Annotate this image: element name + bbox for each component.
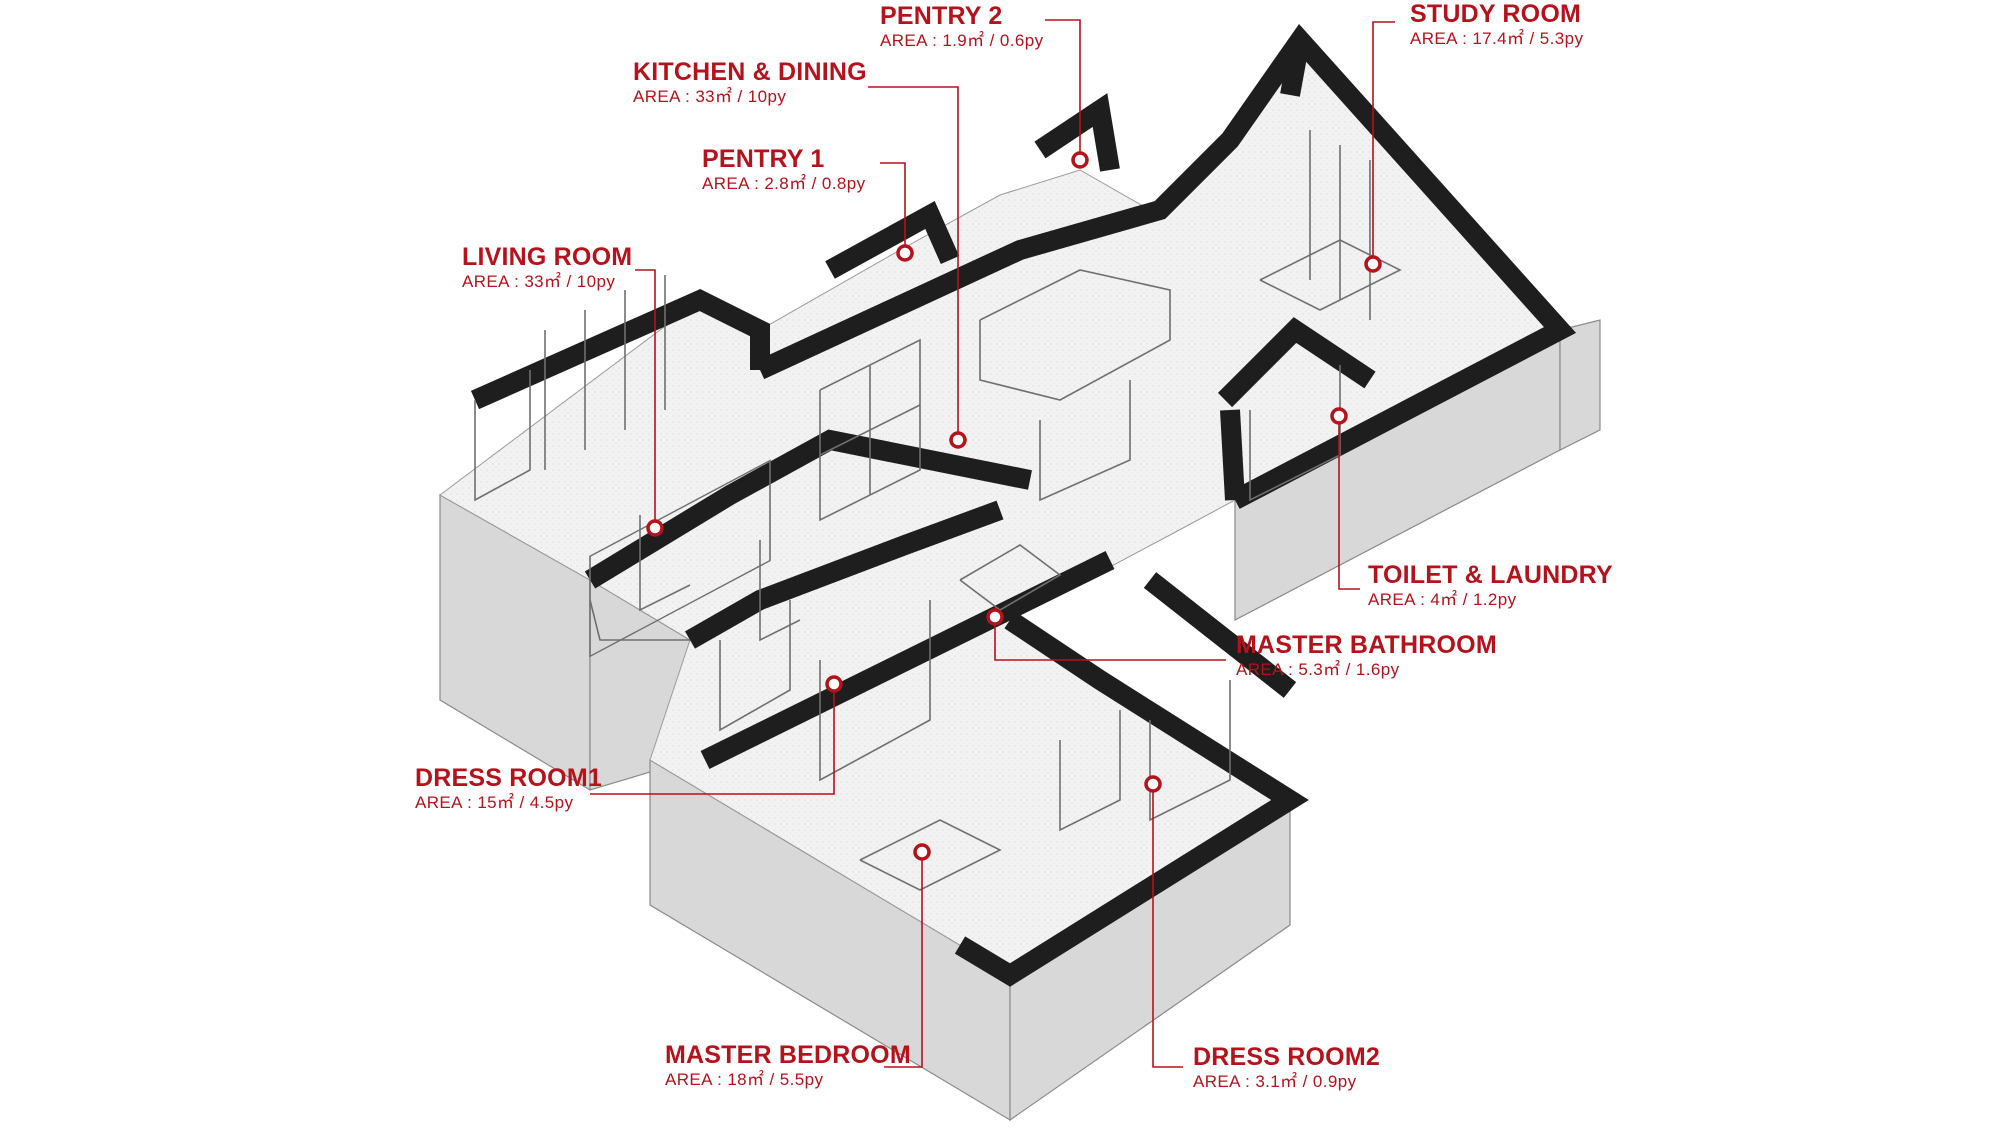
leader-line-dress-room-2 bbox=[1152, 784, 1183, 1068]
room-label-living-room: LIVING ROOM AREA : 33㎡ / 10py bbox=[462, 243, 632, 293]
leader-lines bbox=[590, 19, 1395, 1068]
room-marker-living-room bbox=[646, 519, 664, 537]
room-name: DRESS ROOM2 bbox=[1193, 1043, 1380, 1071]
exterior-wall-faces bbox=[439, 319, 1601, 1122]
room-label-dress-room-2: DRESS ROOM2 AREA : 3.1㎡ / 0.9py bbox=[1193, 1043, 1380, 1093]
room-name: STUDY ROOM bbox=[1410, 0, 1581, 28]
room-marker-toilet-laundry bbox=[1330, 407, 1348, 425]
room-name: TOILET & LAUNDRY bbox=[1368, 561, 1613, 589]
leader-line-master-bathroom bbox=[994, 617, 1226, 661]
room-name: PENTRY 2 bbox=[880, 2, 1003, 30]
leader-line-kitchen-dining bbox=[868, 86, 959, 440]
leader-line-pentry-2 bbox=[1045, 19, 1081, 160]
walls bbox=[470, 23, 1577, 987]
room-label-study-room: STUDY ROOM AREA : 17.4㎡ / 5.3py bbox=[1410, 0, 1583, 50]
room-area: AREA : 15㎡ / 4.5py bbox=[415, 793, 574, 812]
room-marker-study-room bbox=[1364, 255, 1382, 273]
room-name: MASTER BATHROOM bbox=[1236, 631, 1497, 659]
room-area: AREA : 4㎡ / 1.2py bbox=[1368, 590, 1517, 609]
leader-line-dress-room-1 bbox=[590, 684, 835, 795]
room-name: PENTRY 1 bbox=[702, 145, 825, 173]
room-marker-master-bedroom bbox=[913, 843, 931, 861]
room-area: AREA : 2.8㎡ / 0.8py bbox=[702, 174, 866, 193]
room-label-kitchen-dining: KITCHEN & DINING AREA : 33㎡ / 10py bbox=[633, 58, 867, 108]
room-name: KITCHEN & DINING bbox=[633, 58, 867, 86]
room-marker-dress-room-2 bbox=[1144, 775, 1162, 793]
leader-line-toilet-laundry bbox=[1338, 416, 1360, 590]
leader-line-pentry-1 bbox=[880, 162, 906, 253]
room-area: AREA : 18㎡ / 5.5py bbox=[665, 1070, 824, 1089]
room-area: AREA : 5.3㎡ / 1.6py bbox=[1236, 660, 1400, 679]
room-marker-master-bathroom bbox=[986, 608, 1004, 626]
room-area: AREA : 1.9㎡ / 0.6py bbox=[880, 31, 1044, 50]
room-marker-dress-room-1 bbox=[825, 675, 843, 693]
leader-line-living-room bbox=[635, 269, 656, 528]
interior-details bbox=[474, 130, 1402, 891]
room-name: MASTER BEDROOM bbox=[665, 1041, 911, 1069]
room-name: LIVING ROOM bbox=[462, 243, 633, 271]
room-area: AREA : 3.1㎡ / 0.9py bbox=[1193, 1072, 1357, 1091]
leader-line-master-bedroom bbox=[884, 852, 923, 1068]
room-marker-kitchen-dining bbox=[949, 431, 967, 449]
room-label-toilet-laundry: TOILET & LAUNDRY AREA : 4㎡ / 1.2py bbox=[1368, 561, 1613, 611]
room-label-master-bedroom: MASTER BEDROOM AREA : 18㎡ / 5.5py bbox=[665, 1041, 911, 1091]
room-label-pentry-2: PENTRY 2 AREA : 1.9㎡ / 0.6py bbox=[880, 2, 1044, 52]
room-area: AREA : 33㎡ / 10py bbox=[462, 272, 616, 291]
room-label-dress-room-1: DRESS ROOM1 AREA : 15㎡ / 4.5py bbox=[415, 764, 602, 814]
room-area: AREA : 17.4㎡ / 5.3py bbox=[1410, 29, 1584, 48]
leader-line-study-room bbox=[1372, 21, 1395, 264]
room-label-pentry-1: PENTRY 1 AREA : 2.8㎡ / 0.8py bbox=[702, 145, 866, 195]
room-marker-pentry-2 bbox=[1071, 151, 1089, 169]
room-name: DRESS ROOM1 bbox=[415, 764, 602, 792]
room-marker-pentry-1 bbox=[896, 244, 914, 262]
room-markers bbox=[646, 151, 1382, 861]
room-area: AREA : 33㎡ / 10py bbox=[633, 87, 787, 106]
room-label-master-bathroom: MASTER BATHROOM AREA : 5.3㎡ / 1.6py bbox=[1236, 631, 1497, 681]
